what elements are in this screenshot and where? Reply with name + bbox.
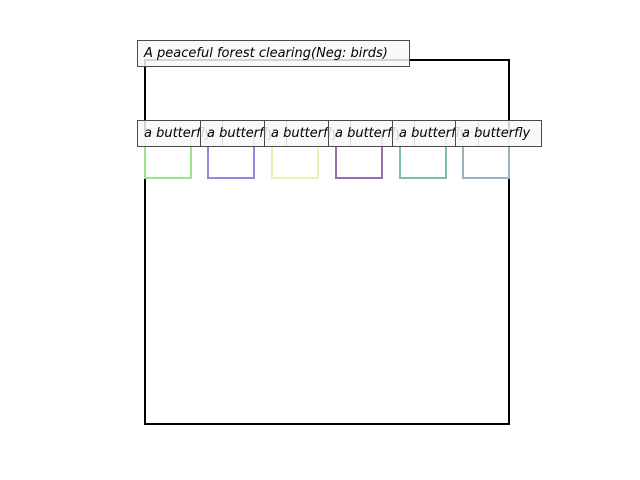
butterfly-label-6: a butterfly bbox=[455, 120, 542, 147]
scene-frame bbox=[144, 59, 510, 425]
scene-prompt-label: A peaceful forest clearing(Neg: birds) bbox=[137, 40, 410, 67]
